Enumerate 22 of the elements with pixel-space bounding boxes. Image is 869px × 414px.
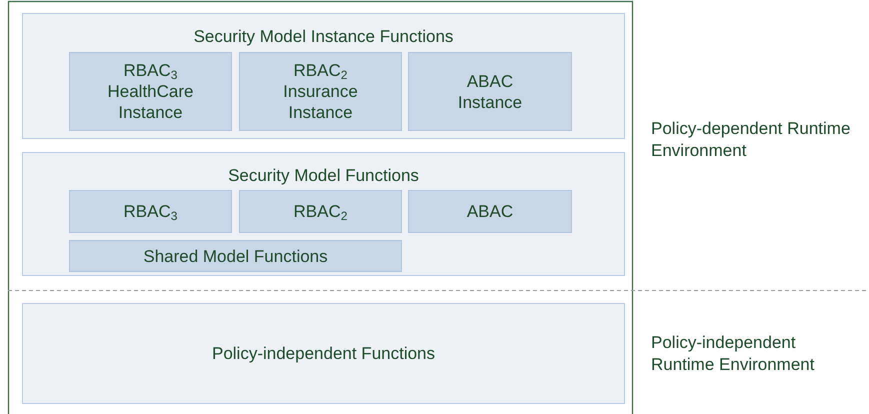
function-box	[69, 52, 232, 131]
panel-title: Security Model Functions	[227, 165, 420, 186]
box-label: RBAC$_{2}$	[294, 201, 348, 222]
panel-title: Policy-independent Functions	[212, 343, 436, 364]
function-panel	[22, 152, 625, 276]
region-label: Policy-independent Runtime Environment	[651, 332, 816, 376]
function-box	[239, 190, 402, 233]
function-panel	[22, 13, 625, 139]
function-box	[408, 190, 572, 233]
function-panel	[22, 303, 625, 404]
box-label: RBAC$_{3}$	[124, 201, 178, 222]
box-label: ABAC	[466, 201, 514, 222]
panel-title: Security Model Instance Functions	[192, 26, 454, 47]
box-label: ABAC Instance	[456, 70, 524, 112]
box-label: RBAC$_{3}$ HealthCare Instance	[106, 60, 194, 123]
function-box	[239, 52, 402, 131]
region-label: Policy-dependent Runtime Environment	[651, 118, 852, 162]
function-box	[408, 52, 572, 131]
function-box	[69, 190, 232, 233]
box-label: RBAC$_{2}$ Insurance Instance	[282, 60, 359, 123]
box-label: Shared Model Functions	[143, 246, 328, 266]
function-box	[69, 240, 402, 272]
